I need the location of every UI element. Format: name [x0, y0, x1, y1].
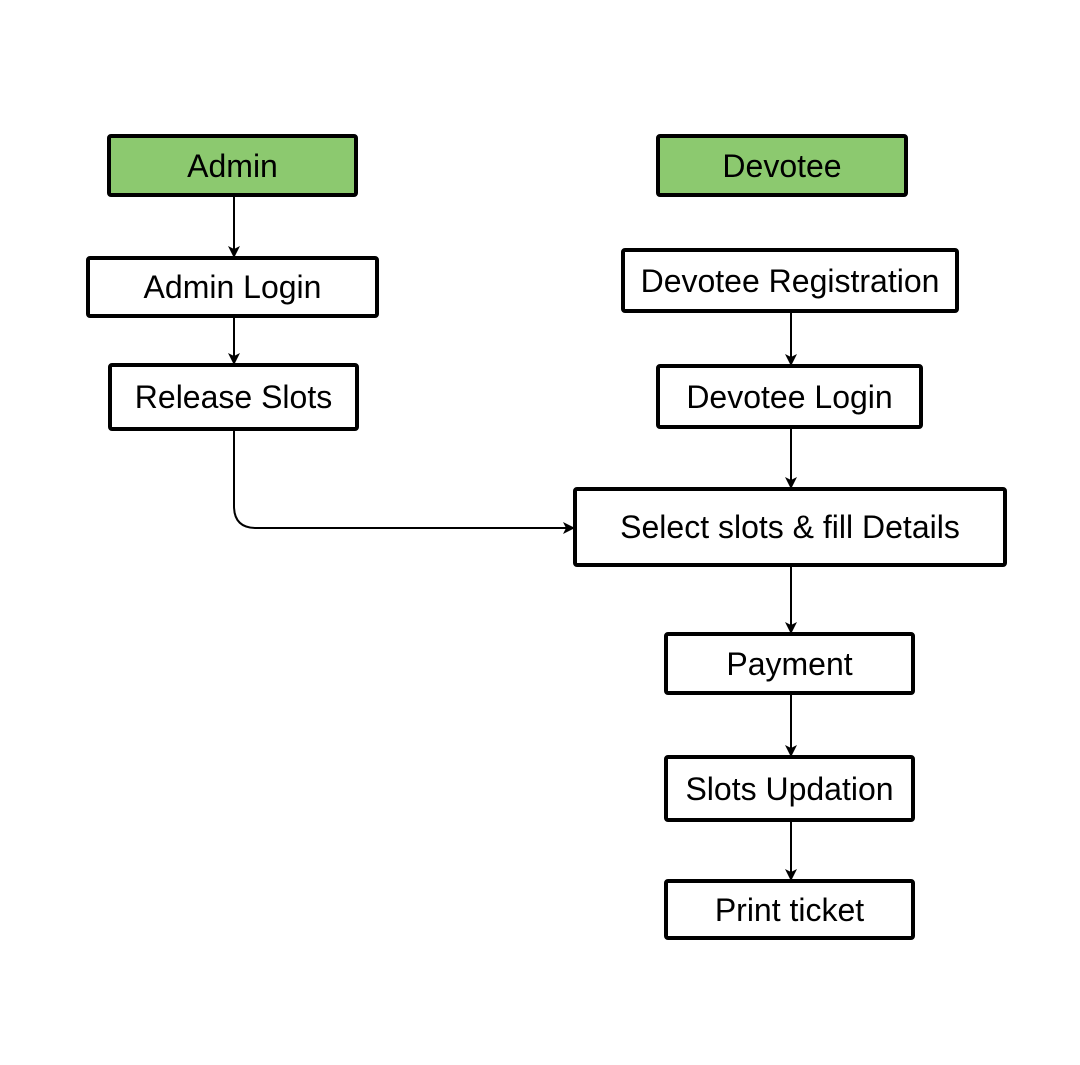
arrow-release-slots-to-select-slots [233, 431, 575, 534]
admin-login-node-label: Admin Login [143, 269, 322, 305]
admin-node: Admin [107, 134, 358, 197]
print-ticket-node: Print ticket [664, 879, 915, 940]
devotee-login-node-label: Devotee Login [686, 378, 893, 415]
payment-node: Payment [664, 632, 915, 695]
release-slots-node: Release Slots [108, 363, 359, 431]
devotee-login-node: Devotee Login [656, 364, 923, 429]
select-slots-node: Select slots & fill Details [573, 487, 1007, 567]
select-slots-node-label: Select slots & fill Details [620, 509, 960, 545]
devotee-registration-node: Devotee Registration [621, 248, 959, 313]
devotee-node-label: Devotee [722, 147, 842, 184]
slots-updation-node: Slots Updation [664, 755, 915, 822]
admin-login-node: Admin Login [86, 256, 379, 318]
admin-node-label: Admin [187, 147, 278, 184]
devotee-node: Devotee [656, 134, 908, 197]
slots-updation-node-label: Slots Updation [685, 770, 894, 807]
payment-node-label: Payment [726, 645, 853, 682]
devotee-registration-node-label: Devotee Registration [640, 262, 940, 299]
print-ticket-node-label: Print ticket [714, 891, 865, 928]
release-slots-node-label: Release Slots [134, 379, 333, 415]
